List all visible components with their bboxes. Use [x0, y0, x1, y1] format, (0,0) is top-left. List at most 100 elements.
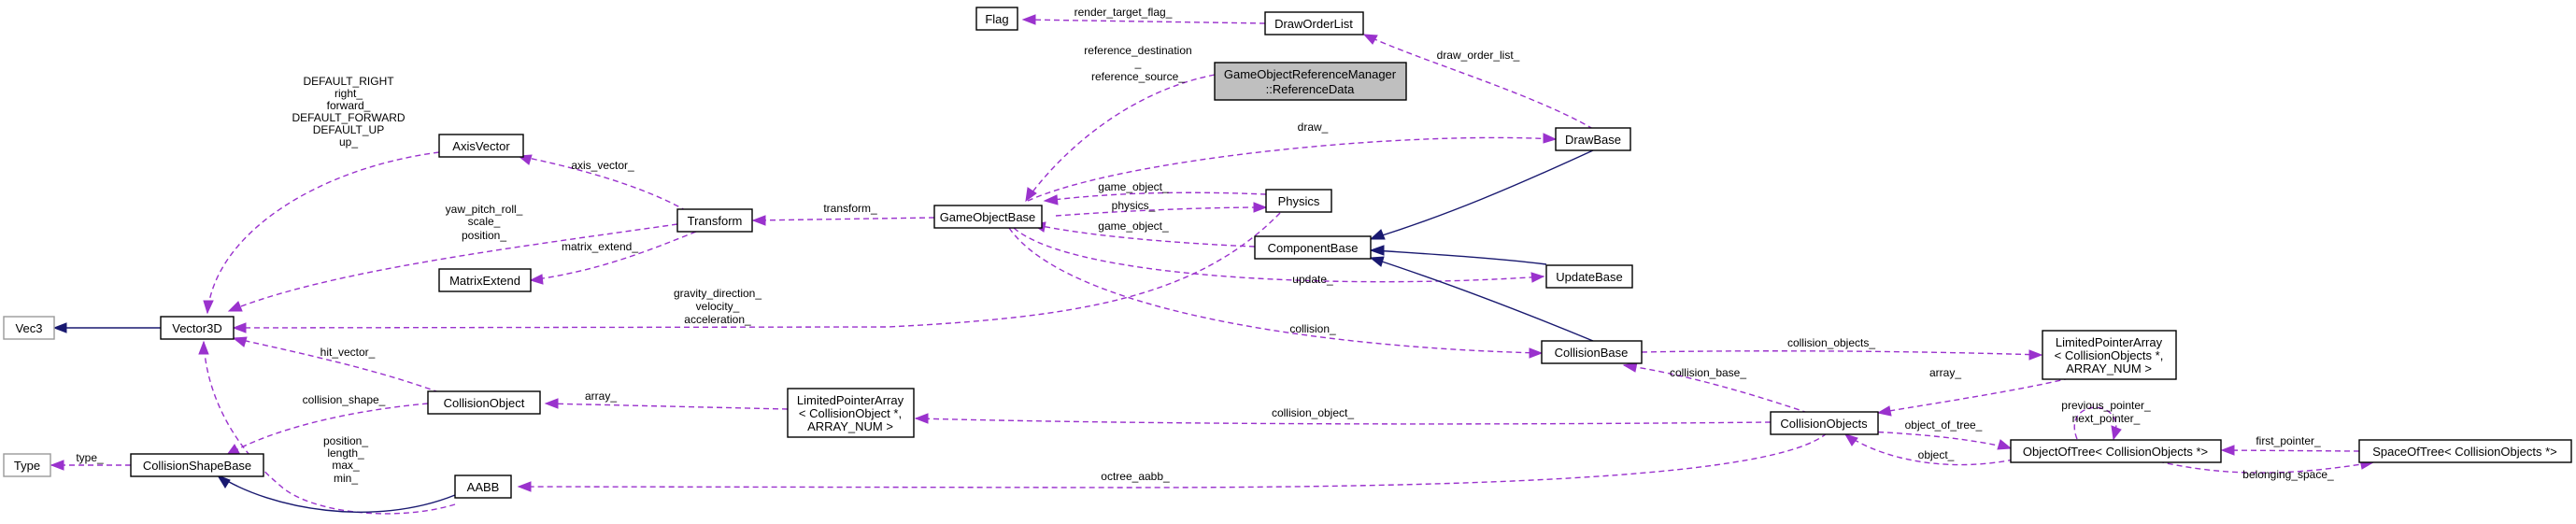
svg-text:GameObjectReferenceManager: GameObjectReferenceManager: [1224, 67, 1397, 81]
label-reference-destination: reference_destination: [1084, 44, 1191, 57]
edge-transform: [751, 215, 935, 226]
node-collision-object[interactable]: CollisionObject: [427, 390, 541, 415]
node-transform[interactable]: Transform: [676, 208, 753, 233]
svg-text:CollisionObjects: CollisionObjects: [1780, 417, 1868, 431]
node-component-base[interactable]: ComponentBase: [1254, 235, 1372, 260]
label-first-pointer: first_pointer_: [2256, 434, 2321, 447]
label-default-up: DEFAULT_UP: [313, 123, 384, 136]
label-velocity: velocity_: [696, 300, 740, 313]
edge-matrix-extend: [529, 231, 697, 285]
label-array-right: array_: [1929, 366, 1961, 379]
edge-type: [50, 460, 131, 471]
node-lpa-collision-object[interactable]: LimitedPointerArray < CollisionObject *,…: [787, 388, 915, 438]
label-collision-base: collision_base_: [1670, 366, 1746, 379]
svg-text:SpaceOfTree< CollisionObjects: SpaceOfTree< CollisionObjects *>: [2372, 445, 2557, 459]
label-next-pointer: next_pointer_: [2072, 412, 2141, 425]
svg-text:CollisionShapeBase: CollisionShapeBase: [143, 459, 251, 473]
label-type: type_: [76, 451, 104, 464]
svg-text:AABB: AABB: [467, 480, 500, 494]
label-acceleration: acceleration_: [684, 313, 751, 326]
label-array-left: array_: [585, 389, 617, 403]
svg-text:ComponentBase: ComponentBase: [1268, 241, 1359, 255]
node-draw-base[interactable]: DrawBase: [1555, 127, 1631, 151]
label-gravity-direction: gravity_direction_: [674, 287, 761, 300]
node-draw-order-list[interactable]: DrawOrderList: [1264, 11, 1364, 35]
label-object-of-tree: object_of_tree_: [1905, 418, 1983, 432]
edge-prev-next: [2073, 406, 2122, 441]
edge-physics-game-object: [1043, 191, 1267, 205]
label-belonging-space: belonging_space_: [2242, 468, 2334, 481]
edge-physics: [1055, 202, 1268, 217]
svg-text:ObjectOfTree< CollisionObjects: ObjectOfTree< CollisionObjects *>: [2023, 445, 2208, 459]
edge-collision-object: [914, 413, 1772, 425]
edge-collision-base: [1622, 361, 1809, 414]
edge-drawbase-inherit: [1369, 149, 1594, 240]
edge-array-right: [1876, 377, 2071, 417]
node-collision-shape-base[interactable]: CollisionShapeBase: [130, 453, 264, 477]
node-collision-base[interactable]: CollisionBase: [1541, 340, 1643, 364]
label-previous-pointer: previous_pointer_: [2061, 399, 2151, 412]
edge-reference: [1025, 74, 1216, 203]
svg-text:DrawBase: DrawBase: [1565, 133, 1621, 147]
edge-octree-aabb: [517, 432, 1828, 492]
edge-first-pointer: [2220, 445, 2360, 456]
node-aabb[interactable]: AABB: [454, 474, 512, 499]
node-collision-objects[interactable]: CollisionObjects: [1770, 411, 1879, 435]
label-position: position_: [462, 229, 506, 242]
node-game-object-base[interactable]: GameObjectBase: [933, 205, 1043, 229]
label-collision-shape: collision_shape_: [303, 393, 386, 406]
label-physics: physics_: [1112, 199, 1156, 212]
label-update: update_: [1292, 273, 1333, 286]
label-yaw-pitch-roll: yaw_pitch_roll_: [446, 203, 523, 216]
label-axis-vector: axis_vector_: [571, 159, 634, 172]
svg-text:MatrixExtend: MatrixExtend: [449, 274, 520, 288]
node-space-of-tree[interactable]: SpaceOfTree< CollisionObjects *>: [2358, 439, 2572, 463]
svg-text:CollisionBase: CollisionBase: [1555, 346, 1629, 360]
edge-updatebase-inherit: [1369, 245, 1547, 265]
svg-text:GameObjectBase: GameObjectBase: [940, 210, 1036, 224]
node-type[interactable]: Type: [3, 453, 51, 477]
label-game-object-component: game_object_: [1098, 220, 1169, 233]
node-axis-vector[interactable]: AxisVector: [438, 134, 524, 158]
svg-text:UpdateBase: UpdateBase: [1556, 270, 1623, 284]
edge-draw: [1027, 133, 1558, 202]
node-object-of-tree[interactable]: ObjectOfTree< CollisionObjects *>: [2010, 439, 2222, 463]
svg-text:Flag: Flag: [985, 12, 1008, 26]
edge-update: [1013, 227, 1545, 283]
edges: [50, 14, 2375, 515]
label-aabb-max: max_: [332, 459, 360, 472]
svg-text:CollisionObject: CollisionObject: [444, 396, 525, 410]
svg-text:AxisVector: AxisVector: [452, 139, 510, 153]
node-update-base[interactable]: UpdateBase: [1545, 264, 1633, 289]
edge-render-target-flag: [1021, 14, 1266, 25]
svg-text:ARRAY_NUM >: ARRAY_NUM >: [2066, 361, 2152, 375]
label-default-forward: DEFAULT_FORWARD: [292, 111, 405, 124]
label-draw-order-list: draw_order_list_: [1437, 49, 1520, 62]
node-vector3d[interactable]: Vector3D: [160, 316, 235, 340]
label-transform: transform_: [823, 202, 877, 215]
node-flag[interactable]: Flag: [975, 7, 1018, 31]
edge-collisionbase-inherit: [1369, 256, 1594, 342]
edge-axis-vector-vec: [203, 151, 440, 315]
label-octree-aabb: octree_aabb_: [1101, 470, 1170, 483]
node-reference-data[interactable]: GameObjectReferenceManager ::ReferenceDa…: [1214, 62, 1407, 101]
svg-text:Vec3: Vec3: [16, 321, 43, 335]
node-vec3[interactable]: Vec3: [3, 316, 55, 340]
label-object: object_: [1918, 448, 1955, 461]
svg-text:< CollisionObjects *,: < CollisionObjects *,: [2055, 348, 2164, 362]
edge-array-left: [544, 398, 789, 410]
node-lpa-collision-objects[interactable]: LimitedPointerArray < CollisionObjects *…: [2042, 330, 2177, 380]
node-physics[interactable]: Physics: [1265, 189, 1332, 213]
svg-text:Type: Type: [14, 459, 40, 473]
nodes: Flag DrawOrderList GameObjectReferenceMa…: [3, 7, 2572, 499]
edge-object-of-tree: [1868, 431, 2013, 450]
label-render-target-flag: render_target_flag_: [1075, 6, 1173, 19]
label-default-right: DEFAULT_RIGHT: [303, 75, 394, 88]
node-matrix-extend[interactable]: MatrixExtend: [438, 268, 532, 292]
label-reference-source: reference_source_: [1091, 70, 1185, 83]
label-collision-object: collision_object_: [1272, 406, 1354, 419]
edge-transform-vec: [227, 223, 678, 312]
edge-collision-objects: [1641, 349, 2043, 361]
svg-text:::ReferenceData: ::ReferenceData: [1266, 82, 1355, 96]
